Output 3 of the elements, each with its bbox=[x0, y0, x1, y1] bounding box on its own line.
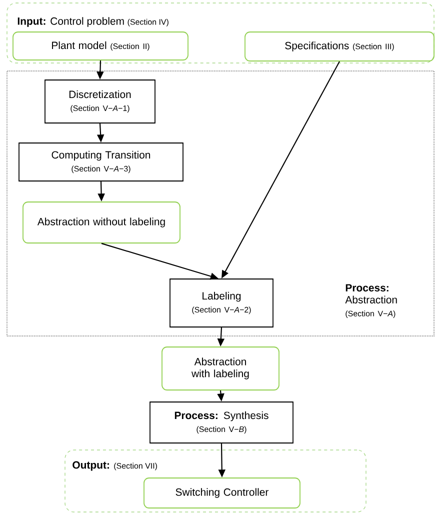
result-box: Abstraction without labeling bbox=[22, 202, 180, 244]
result-box: Abstraction with labeling bbox=[162, 346, 280, 390]
result-box: Switching Controller bbox=[144, 478, 300, 508]
